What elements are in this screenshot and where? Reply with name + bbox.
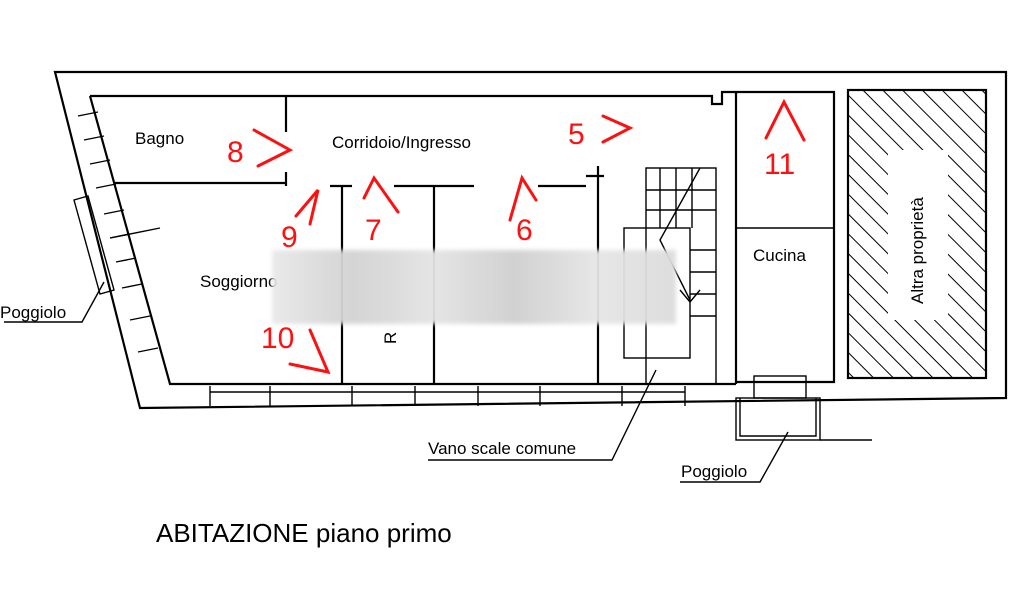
room-label-bagno: Bagno: [135, 129, 184, 148]
room-label-altra-proprieta: Altra proprietà: [908, 197, 927, 304]
room-label-soggiorno: Soggiorno: [200, 272, 278, 291]
photo-number-8: 8: [227, 136, 244, 169]
bottom-windows: [209, 386, 686, 406]
callout-labels: Poggiolo Vano scale comune Poggiolo: [0, 303, 747, 481]
room-label-r: R: [381, 332, 400, 344]
arrow-11: [764, 98, 806, 142]
arrow-5: [601, 114, 634, 144]
callout-poggiolo-left: Poggiolo: [0, 303, 66, 322]
photo-number-9: 9: [281, 221, 298, 254]
left-wall-windows: [73, 111, 161, 353]
arrow-10: [288, 328, 331, 375]
photo-numbers: 5 6 7 8 9 10 11: [227, 118, 795, 355]
photo-number-7: 7: [365, 214, 382, 247]
photo-number-6: 6: [516, 214, 533, 247]
arrow-9: [294, 189, 320, 226]
room-label-cucina: Cucina: [753, 246, 806, 265]
arrow-6: [508, 174, 538, 222]
photo-number-11: 11: [764, 148, 795, 181]
plan-title: ABITAZIONE piano primo: [156, 518, 452, 548]
arrow-8: [252, 128, 294, 168]
other-property: [846, 88, 988, 380]
callout-poggiolo-right: Poggiolo: [681, 462, 747, 481]
arrow-7: [362, 175, 400, 214]
interior-walls: [114, 92, 834, 384]
room-labels: Bagno Corridoio/Ingresso Soggiorno Cucin…: [135, 129, 927, 344]
callout-vano-scale: Vano scale comune: [428, 439, 576, 458]
redacted-watermark: [272, 250, 676, 324]
leader-lines: [4, 281, 789, 483]
outer-walls: [53, 70, 1008, 410]
photo-number-5: 5: [568, 118, 585, 151]
room-label-corridoio: Corridoio/Ingresso: [332, 133, 471, 152]
photo-arrows: [252, 98, 806, 375]
right-balcony: [735, 375, 872, 441]
photo-number-10: 10: [261, 322, 294, 355]
